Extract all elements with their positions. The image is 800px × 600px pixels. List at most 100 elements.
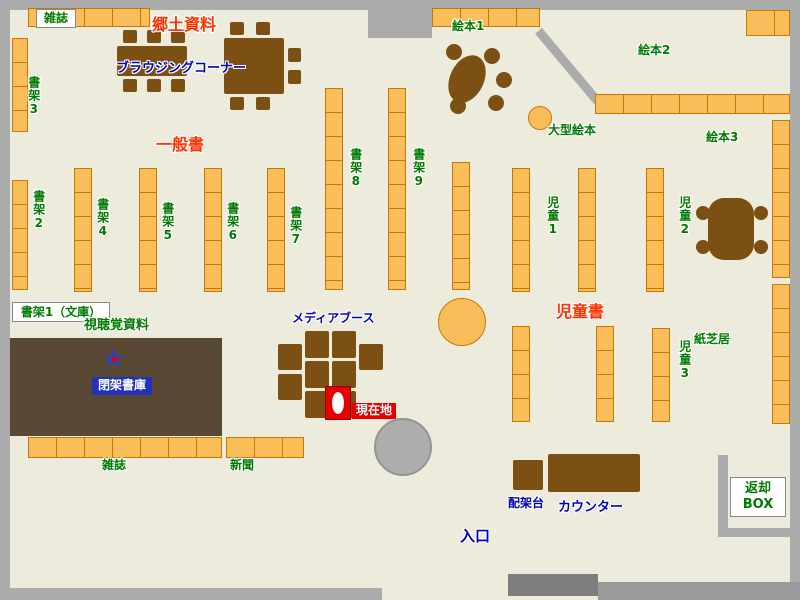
stool	[754, 206, 768, 220]
picture-books1-label: 絵本1	[452, 19, 485, 33]
entrance-label: 入口	[460, 527, 491, 545]
stool	[446, 44, 462, 60]
bookshelf-children-mid	[578, 168, 596, 292]
picture-books2-label: 絵本2	[638, 43, 671, 57]
stool	[754, 240, 768, 254]
star-outer: ★	[102, 344, 126, 374]
chair	[171, 30, 185, 43]
bookshelf-children-low-a	[512, 326, 530, 422]
area-label-general-books: 一般書	[156, 135, 205, 154]
entrance-mat	[508, 574, 598, 596]
bookshelf-8	[325, 88, 343, 290]
wall-right	[790, 0, 800, 600]
counter-label: カウンター	[558, 500, 624, 515]
bookshelf-right-wall-upper	[772, 120, 790, 278]
shelf2-label: 書架2	[31, 190, 46, 231]
bookshelf-9	[388, 88, 406, 290]
magazines-bottom-label: 雑誌	[102, 458, 127, 472]
stool	[696, 206, 710, 220]
return-box-line1: 返却	[744, 480, 771, 496]
kamishibai-label: 紙芝居	[694, 332, 731, 346]
bookshelf-picturebooks-row	[595, 94, 790, 114]
wall-returnbox-bottom	[718, 528, 790, 537]
wall-left	[0, 0, 10, 600]
bookshelf-top-right-corner	[746, 10, 790, 36]
children1-label: 児童1	[545, 196, 560, 237]
media-booth-seat	[305, 361, 329, 388]
wall-pillar-top	[368, 0, 432, 38]
browsing-corner-label: ブラウジングコーナー	[116, 61, 247, 76]
current-location-label: 現在地	[352, 403, 397, 419]
round-table	[438, 298, 486, 346]
shelf9-label: 書架9	[411, 148, 426, 189]
counter-desk	[548, 454, 640, 492]
picture-books3-label: 絵本3	[706, 130, 739, 144]
wall-bottom-left	[0, 588, 382, 600]
area-label-children-books: 児童書	[556, 302, 605, 321]
bookshelf-2	[12, 180, 28, 290]
shelf4-label: 書架4	[95, 198, 110, 239]
return-box-line2: BOX	[742, 497, 774, 512]
children2-label: 児童2	[677, 196, 692, 237]
star-inner: ★	[109, 352, 120, 366]
shelving-stand-label: 配架台	[508, 496, 545, 510]
bookshelf-newspapers	[226, 437, 304, 458]
browsing-table-a	[117, 46, 187, 76]
closed-stacks-label: 閉架書庫	[92, 377, 153, 395]
media-booth-seat	[332, 331, 356, 358]
media-booth-seat	[278, 374, 302, 400]
large-picture-books-label: 大型絵本	[548, 123, 597, 137]
stool	[450, 98, 466, 114]
chair	[123, 30, 137, 43]
children3-label: 児童3	[677, 340, 692, 381]
av-materials-label: 視聴覚資料	[84, 318, 150, 333]
bookshelf-7	[267, 168, 285, 292]
pillar-column	[374, 418, 432, 476]
media-booth-label: メディアブース	[292, 311, 375, 325]
chair	[256, 22, 270, 35]
wall-diagonal	[535, 28, 602, 105]
chair	[171, 79, 185, 92]
chair	[288, 70, 301, 84]
stool	[484, 48, 500, 64]
bookshelf-4	[74, 168, 92, 292]
chair	[230, 22, 244, 35]
current-location-marker	[325, 386, 351, 420]
media-booth-seat	[305, 331, 329, 358]
shelf3-label: 書架3	[26, 76, 41, 117]
star-icon: ★ ★	[102, 344, 132, 380]
chair	[256, 97, 270, 110]
marker-oval	[332, 392, 344, 414]
bookshelf-magazines-bottom	[28, 437, 222, 458]
chair	[288, 48, 301, 62]
children-reading-table	[708, 198, 754, 260]
chair	[123, 79, 137, 92]
wall-bottom-right-block	[598, 582, 800, 600]
bookshelf-top-middle	[432, 8, 540, 27]
large-picturebook-table	[528, 106, 552, 130]
stool	[496, 72, 512, 88]
stool	[488, 95, 504, 111]
shelf5-label: 書架5	[160, 202, 175, 243]
shelf1-bunko-label: 書架1（文庫）	[12, 302, 110, 322]
bookshelf-children-3	[652, 328, 670, 422]
media-booth-seat	[332, 361, 356, 388]
bookshelf-5	[139, 168, 157, 292]
magazines-top-label: 雑誌	[36, 9, 76, 28]
media-booth-seat	[278, 344, 302, 370]
newspapers-label: 新聞	[230, 458, 255, 472]
chair	[230, 97, 244, 110]
bookshelf-children-2	[646, 168, 664, 292]
shelving-stand-desk	[513, 460, 543, 490]
shelf8-label: 書架8	[348, 148, 363, 189]
wall-returnbox-left	[718, 455, 728, 537]
shelf6-label: 書架6	[225, 202, 240, 243]
area-label-local-materials: 郷土資料	[152, 15, 217, 34]
chair	[147, 79, 161, 92]
chair	[147, 30, 161, 43]
bookshelf-right-wall-lower	[772, 284, 790, 424]
browsing-table-b	[224, 38, 284, 94]
stool	[696, 240, 710, 254]
bookshelf-center	[452, 162, 470, 290]
